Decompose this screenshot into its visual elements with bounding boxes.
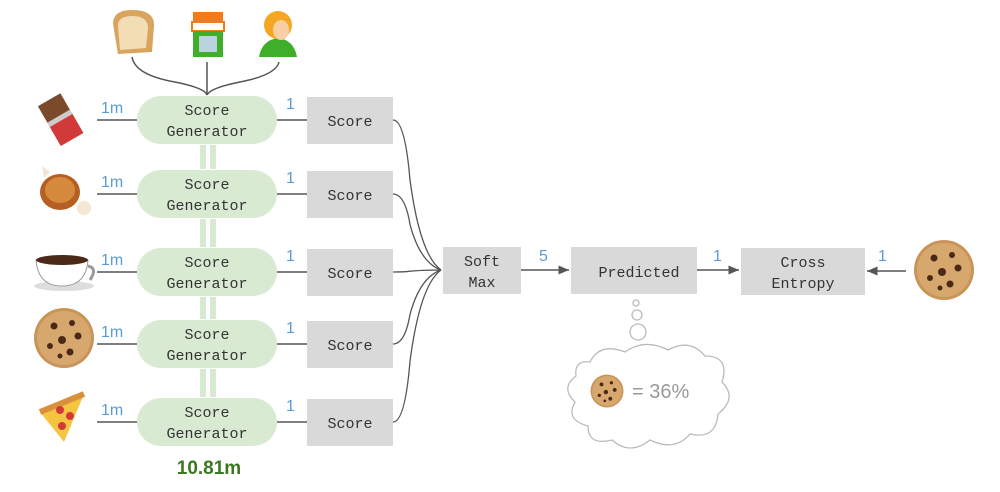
- coffee-icon: [34, 255, 95, 291]
- score-generator-label: Score: [184, 103, 229, 120]
- softmax-label-1: Soft: [464, 254, 500, 271]
- cross-entropy-box: Cross Entropy: [741, 248, 865, 295]
- context-connectors: [131, 56, 280, 96]
- thought-bubble: [567, 299, 730, 449]
- score-box: Score: [307, 321, 393, 368]
- shared-weights-bar: [210, 297, 216, 319]
- thought-probability: = 36%: [632, 381, 689, 403]
- total-params: 10.81m: [177, 458, 241, 479]
- input-dim: 1m: [101, 402, 123, 419]
- output-dim: 1: [286, 96, 295, 113]
- input-dim: 1m: [101, 252, 123, 269]
- cross-entropy-label-1: Cross: [780, 255, 825, 272]
- shared-weights-bar: [200, 145, 206, 169]
- output-dim: 1: [286, 320, 295, 337]
- score-box: Score: [307, 97, 393, 144]
- output-dim: 1: [286, 248, 295, 265]
- shared-weights-bar: [200, 219, 206, 247]
- score-to-softmax-connector: [392, 193, 442, 271]
- score-to-softmax-connector: [392, 269, 442, 345]
- score-box: Score: [307, 399, 393, 446]
- shop-icon: [191, 12, 225, 57]
- target-dim: 1: [878, 248, 887, 265]
- bread-icon: [113, 10, 155, 54]
- score-generator-label: Generator: [166, 124, 247, 141]
- predicted-label: Predicted: [598, 265, 679, 282]
- shared-weights-bar: [200, 297, 206, 319]
- score-box: Score: [307, 249, 393, 296]
- score-generator-label: Score: [184, 255, 229, 272]
- score-to-softmax-connector: [392, 269, 442, 423]
- input-dim: 1m: [101, 324, 123, 341]
- score-box: Score: [307, 171, 393, 218]
- cookie-icon: [34, 308, 94, 368]
- score-label: Score: [327, 266, 372, 283]
- target-cookie-icon: [914, 240, 974, 300]
- cross-entropy-label-2: Entropy: [771, 276, 834, 293]
- score-label: Score: [327, 114, 372, 131]
- score-generator-label: Generator: [166, 198, 247, 215]
- shared-weights-bar: [200, 369, 206, 397]
- score-generator-label: Score: [184, 327, 229, 344]
- predicted-box: Predicted: [571, 247, 697, 294]
- score-generator-label: Generator: [166, 426, 247, 443]
- shared-weights-bar: [210, 145, 216, 169]
- input-dim: 1m: [101, 174, 123, 191]
- output-dim: 1: [286, 398, 295, 415]
- softmax-box: Soft Max: [443, 247, 521, 294]
- shared-weights-bar: [210, 369, 216, 397]
- score-generator-label: Generator: [166, 276, 247, 293]
- input-dim: 1m: [101, 100, 123, 117]
- softmax-label-2: Max: [468, 275, 495, 292]
- score-label: Score: [327, 338, 372, 355]
- output-dim: 1: [286, 170, 295, 187]
- score-label: Score: [327, 416, 372, 433]
- score-label: Score: [327, 188, 372, 205]
- pizza-icon: [38, 391, 86, 442]
- score-to-softmax-connector: [392, 119, 442, 271]
- score-generator-label: Score: [184, 405, 229, 422]
- score-to-softmax-connector: [392, 269, 442, 273]
- chocolate-icon: [37, 93, 84, 147]
- person-icon: [259, 11, 297, 57]
- meat-on-bone-icon: [40, 166, 91, 215]
- shared-weights-bar: [210, 219, 216, 247]
- softmax-output-dim: 5: [539, 248, 548, 265]
- predicted-output-dim: 1: [713, 248, 722, 265]
- score-generator-label: Score: [184, 177, 229, 194]
- thought-cookie-icon: [590, 374, 624, 408]
- score-generator-label: Generator: [166, 348, 247, 365]
